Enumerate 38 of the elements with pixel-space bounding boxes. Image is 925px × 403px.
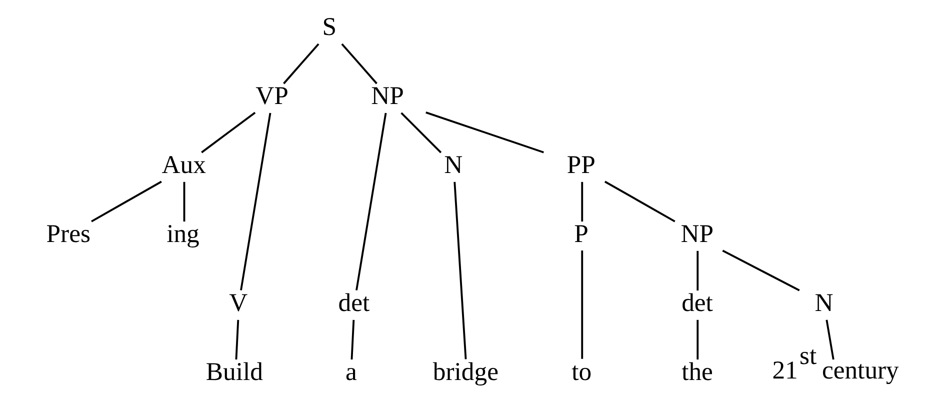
node-text: to: [571, 357, 592, 386]
connector: [90, 180, 162, 222]
connector: [604, 180, 675, 222]
node-text: NP: [680, 219, 714, 248]
node-text: det: [338, 288, 370, 318]
connector: [282, 43, 319, 84]
node-text: Build: [205, 357, 262, 386]
connector: [234, 320, 239, 360]
node-text: det: [681, 288, 712, 318]
node-text: VP: [255, 81, 288, 110]
connector: [240, 112, 271, 290]
node-text: Pres: [46, 219, 90, 248]
connector: [340, 43, 377, 84]
connector: [355, 112, 386, 290]
node-text: PP: [566, 150, 595, 180]
connector: [580, 182, 583, 222]
connector: [182, 182, 185, 222]
node-text: NP: [370, 81, 404, 110]
node-text: V: [228, 288, 248, 318]
connector: [825, 320, 834, 360]
node-text: bridge: [432, 357, 498, 386]
node-text: ing: [166, 219, 199, 248]
connector: [425, 112, 544, 154]
node-text: Aux: [161, 150, 206, 180]
node-text: the: [681, 357, 712, 386]
node-text: N: [444, 150, 462, 180]
node-text: S: [322, 12, 336, 42]
connector: [200, 112, 256, 154]
node-text: N: [814, 288, 833, 318]
connector: [453, 182, 466, 360]
connector: [696, 320, 698, 360]
node-text: a: [344, 357, 356, 386]
connector: [696, 250, 698, 291]
connector: [400, 112, 442, 154]
connector: [350, 320, 354, 360]
node-text: P: [574, 219, 588, 248]
connector: [580, 250, 583, 359]
connector: [722, 250, 800, 292]
